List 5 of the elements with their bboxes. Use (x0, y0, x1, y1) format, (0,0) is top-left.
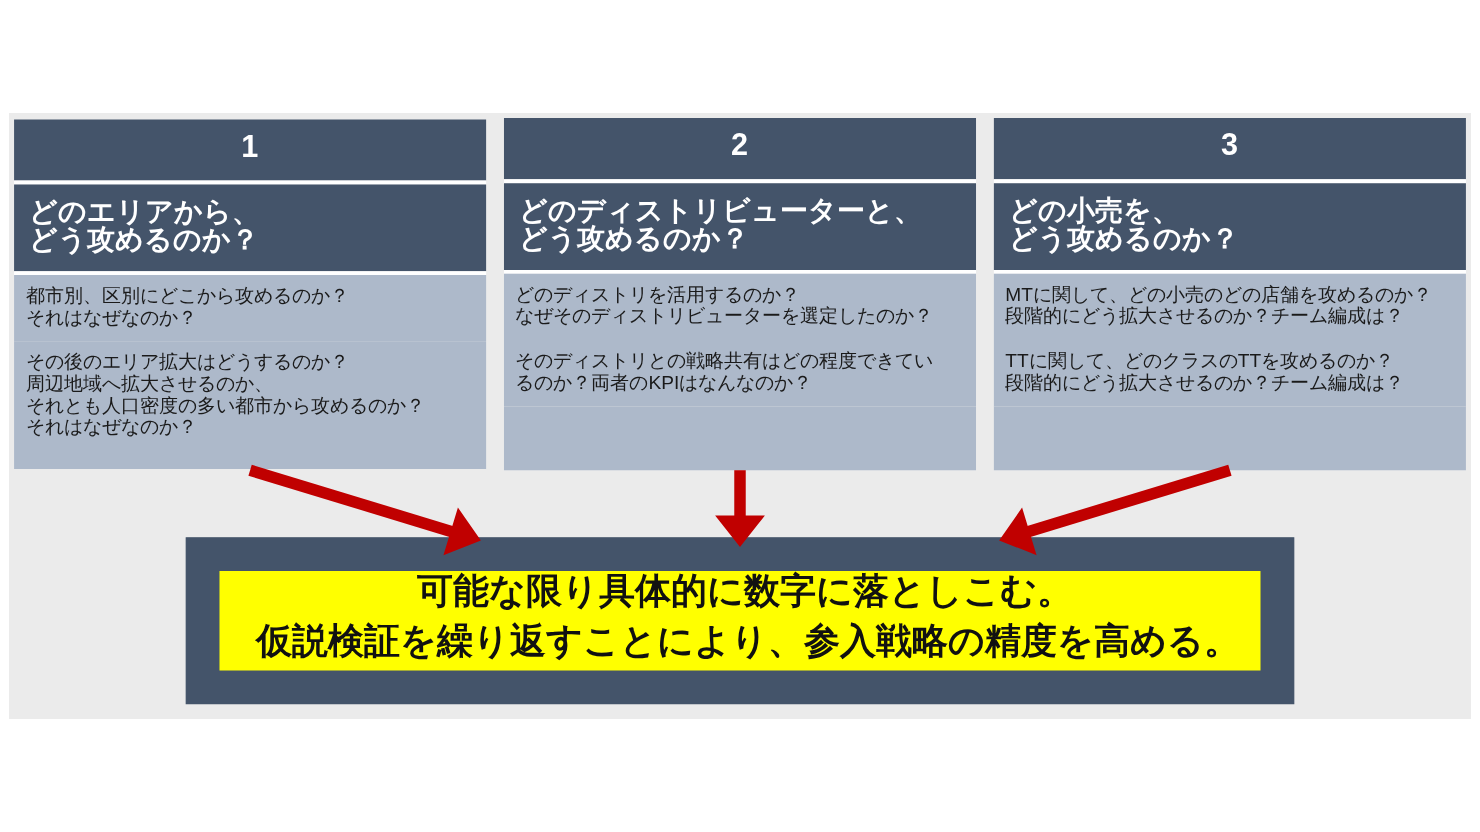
cluster (185, 537, 1295, 705)
arrow (248, 464, 481, 556)
arrow (999, 464, 1232, 556)
arrow (715, 470, 765, 548)
node-box: 可能な限り具体的に数字に落としこむ。 仮説検証を繰り返すことにより、参入戦略の精度を高める。 (219, 571, 1261, 671)
